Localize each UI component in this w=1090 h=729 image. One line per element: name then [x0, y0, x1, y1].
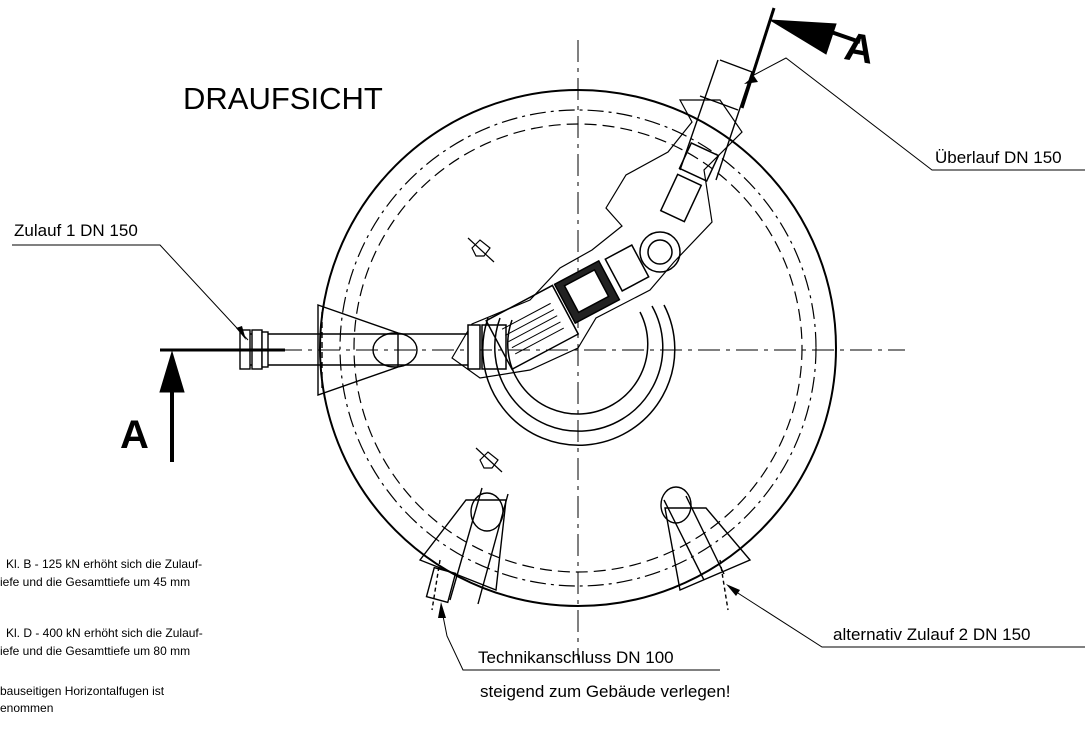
overflow-pipe: [679, 7, 776, 181]
leader-arrowheads: [236, 76, 758, 618]
alt-inlet2-label: alternativ Zulauf 2 DN 150: [833, 625, 1031, 644]
note-line: Kl. D - 400 kN erhöht sich die Zulauf-: [6, 626, 203, 640]
inlet1-label: Zulauf 1 DN 150: [14, 221, 138, 240]
tech-port-label: Technikanschluss DN 100: [478, 648, 674, 667]
leader-lines: [12, 57, 1085, 671]
note-line: iefe und die Gesamttiefe um 80 mm: [0, 644, 190, 658]
lower-inlet-right: [660, 486, 752, 611]
drawing-title: DRAUFSICHT: [183, 81, 383, 116]
note-line: enommen: [0, 701, 53, 715]
center-lines: [280, 40, 905, 660]
tech-port-note: steigend zum Gebäude verlegen!: [480, 682, 730, 701]
lower-inlet-left: [418, 487, 509, 611]
section-arrow-left: [159, 350, 185, 462]
lifting-point-symbols: [467, 237, 503, 473]
section-marker-left: A: [120, 413, 149, 457]
note-line: iefe und die Gesamttiefe um 45 mm: [0, 575, 190, 589]
section-marker-right: A: [841, 24, 877, 72]
inlet1-pipe: [160, 304, 480, 396]
filter-housing: [451, 99, 743, 379]
section-arrow-right: [769, 19, 861, 55]
overflow-label: Überlauf DN 150: [935, 148, 1062, 167]
note-line: Kl. B - 125 kN erhöht sich die Zulauf-: [6, 557, 202, 571]
notes-block: Kl. B - 125 kN erhöht sich die Zulauf- i…: [0, 557, 203, 715]
access-shaft: [482, 304, 676, 446]
note-line: bauseitigen Horizontalfugen ist: [0, 684, 165, 698]
